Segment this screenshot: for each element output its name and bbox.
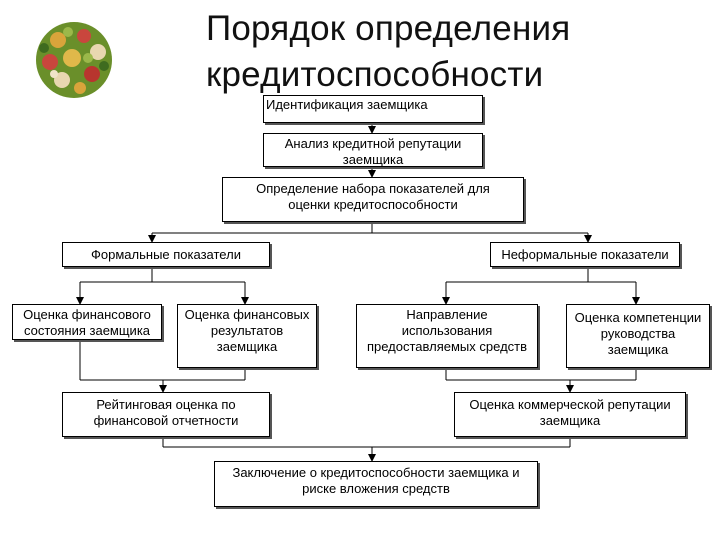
- box-formal-indicators-label: Формальные показатели: [91, 247, 241, 262]
- box-formal-indicators: Формальные показатели: [62, 242, 270, 267]
- box-borrower-identification-label: Идентификация заемщика: [266, 97, 428, 112]
- box-commercial-reputation-assessment: Оценка коммерческой репутации заемщика: [454, 392, 686, 437]
- box-financial-results-assessment: Оценка финансовых результатов заемщика: [177, 304, 317, 368]
- box-funds-use-direction: Направление использования предоставляемы…: [356, 304, 538, 368]
- flower-bouquet-icon: [36, 22, 112, 98]
- box-financial-statements-rating: Рейтинговая оценка по финансовой отчетно…: [62, 392, 270, 437]
- box-informal-indicators: Неформальные показатели: [490, 242, 680, 267]
- box-financial-condition-assessment: Оценка финансового состояния заемщика: [12, 304, 162, 340]
- box-informal-indicators-label: Неформальные показатели: [501, 247, 669, 262]
- box-commercial-reputation-assessment-label: Оценка коммерческой репутации заемщика: [469, 397, 671, 428]
- box-borrower-identification: Идентификация заемщика: [263, 95, 483, 123]
- box-credit-reputation-analysis-label: Анализ кредитной репутации заемщика: [284, 136, 462, 167]
- box-financial-statements-rating-label: Рейтинговая оценка по финансовой отчетно…: [93, 397, 239, 428]
- box-management-competence-assessment: Оценка компетенции руководства заемщика: [566, 304, 710, 368]
- box-management-competence-assessment-label: Оценка компетенции руководства заемщика: [574, 310, 702, 357]
- box-creditworthiness-conclusion-label: Заключение о кредитоспособности заемщика…: [232, 465, 520, 496]
- box-indicator-set-definition: Определение набора показателей для оценк…: [222, 177, 524, 222]
- page-title: Порядок определения кредитоспособности: [206, 9, 571, 94]
- box-financial-results-assessment-label: Оценка финансовых результатов заемщика: [184, 307, 310, 354]
- box-indicator-set-definition-label: Определение набора показателей для оценк…: [256, 181, 490, 212]
- box-credit-reputation-analysis: Анализ кредитной репутации заемщика: [263, 133, 483, 167]
- box-creditworthiness-conclusion: Заключение о кредитоспособности заемщика…: [214, 461, 538, 507]
- box-funds-use-direction-label: Направление использования предоставляемы…: [366, 307, 528, 354]
- box-financial-condition-assessment-label: Оценка финансового состояния заемщика: [23, 307, 151, 338]
